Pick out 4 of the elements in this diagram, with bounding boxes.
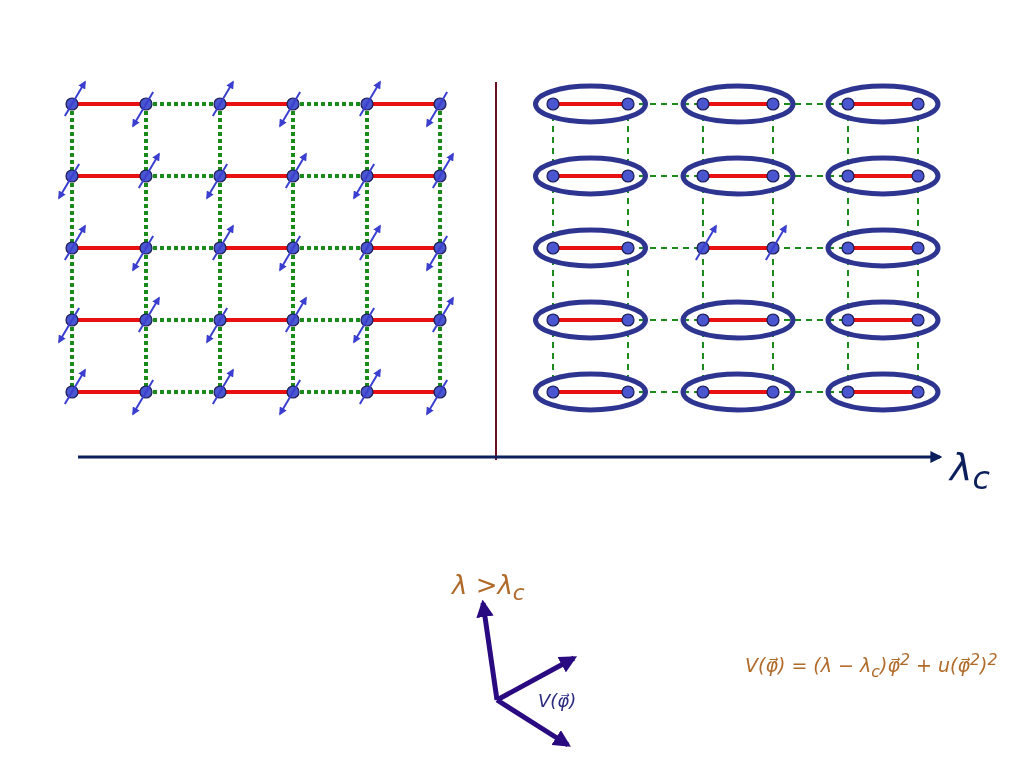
potential-formula: V(φ⃗) = (λ − λ$_{c}$)φ⃗$^{2}$ + u(φ⃗$^{2}$)$^{2}$ [745, 650, 998, 682]
axis-label: λ$_{c}$ [950, 445, 990, 497]
condition-label: λ >λ$_{c}$ [452, 570, 525, 607]
potential-label: V(φ⃗) [538, 690, 577, 712]
